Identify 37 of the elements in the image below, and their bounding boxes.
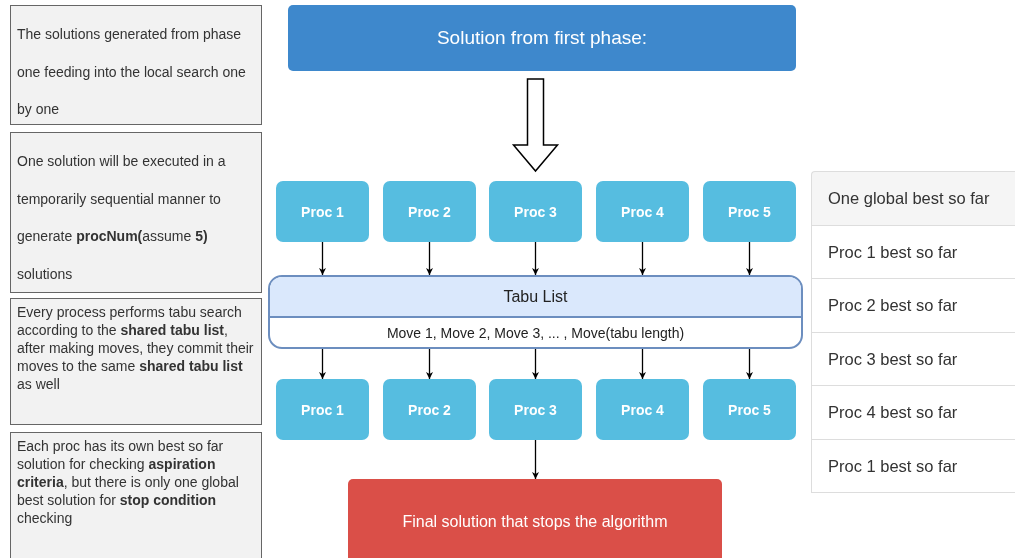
- tabu-list-box: [268, 275, 803, 349]
- list-content: Move 1, Move 2, Move 3, ... , Move(tabu length): [385, 323, 686, 343]
- arrow: [426, 241, 433, 276]
- note-text: Each proc has its own best so far solution for checking aspiration criteria, but there is only one global best solution for stop condition checking: [17, 438, 239, 526]
- arrow: [426, 348, 433, 380]
- arrow: [532, 241, 539, 276]
- arrow: [319, 241, 326, 276]
- note-text: The solutions generated from phase one feeding into the local search one by one: [17, 26, 246, 117]
- arrow: [532, 439, 539, 480]
- process-box: Proc 5: [703, 181, 796, 242]
- list-item: One global best so far: [811, 171, 1015, 226]
- arrow: [746, 348, 753, 380]
- block-arrow: [511, 78, 560, 173]
- process-box: Proc 1: [276, 379, 369, 440]
- process-box: Proc 1: [276, 181, 369, 242]
- process-box: Proc 3: [489, 379, 582, 440]
- process-box: Proc 2: [383, 379, 476, 440]
- note-box: [10, 298, 262, 425]
- note-box: [10, 432, 262, 558]
- process-box: Proc 3: [489, 181, 582, 242]
- note-box: [10, 5, 262, 125]
- end-box: Final solution that stops the algorithm: [348, 479, 722, 558]
- process-box: Proc 2: [383, 181, 476, 242]
- arrow: [639, 241, 646, 276]
- process-box: Proc 4: [596, 181, 689, 242]
- arrow: [746, 241, 753, 276]
- arrow: [319, 348, 326, 380]
- arrow: [532, 348, 539, 380]
- arrow: [639, 348, 646, 380]
- start-box: Solution from first phase:: [288, 5, 796, 71]
- note-text: One solution will be executed in a temporarily sequential manner to generate procNum(assume 5) solutions: [17, 153, 226, 282]
- list-header: Tabu List: [270, 277, 801, 318]
- process-box: Proc 5: [703, 379, 796, 440]
- process-box: Proc 4: [596, 379, 689, 440]
- note-text: Every process performs tabu search according to the shared tabu list, after making moves, they commit their moves to the same shared tabu list as well: [17, 304, 254, 392]
- note-box: [10, 132, 262, 293]
- list-item: Proc 1 best so far: [811, 439, 1015, 493]
